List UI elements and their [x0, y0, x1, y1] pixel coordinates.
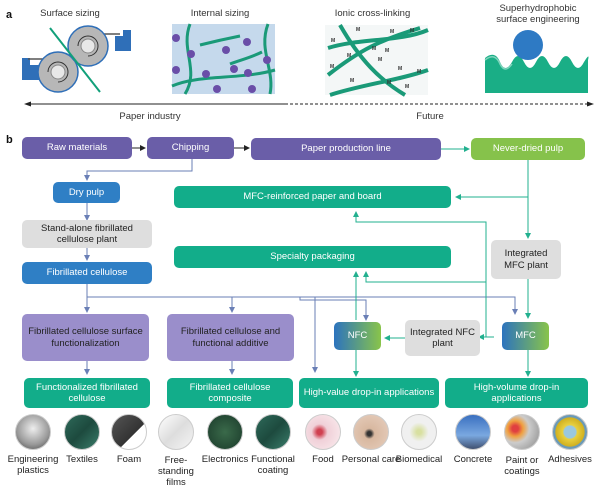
surface-sizing-label: Surface sizing [40, 8, 100, 19]
app-label-free-standing-films: Free-standing films [158, 455, 194, 488]
svg-text:M: M [417, 69, 421, 75]
node-cellulose-composite: Fibrillated cellulose composite [167, 378, 293, 408]
bridge-icon [455, 414, 491, 450]
app-label-electronics: Electronics [201, 454, 249, 465]
node-dry-pulp: Dry pulp [53, 182, 120, 203]
node-mfc: MFC [502, 322, 549, 350]
surface-sizing-rollers-icon [22, 25, 131, 93]
app-label-functional-coating: Functional coating [251, 454, 295, 476]
svg-text:M: M [390, 29, 394, 35]
node-mfc-reinforced-paper: MFC-reinforced paper and board [174, 186, 451, 208]
node-surface-functionalization: Fibrillated cellulose surface functional… [22, 314, 149, 361]
arrow-to-nfc [299, 297, 369, 321]
svg-text:M: M [331, 38, 335, 44]
timeline-future-label: Future [416, 111, 444, 122]
internal-sizing-network-icon [171, 23, 276, 95]
arrow-neverdried-to-mfc-reinforced [455, 160, 529, 200]
svg-text:M: M [410, 28, 414, 34]
node-chipping: Chipping [147, 137, 234, 159]
timeline-arrow [24, 101, 594, 107]
ionic-crosslinking-label: Ionic cross-linking [334, 8, 411, 19]
app-label-paint-or-coatings: Paint or coatings [504, 455, 540, 477]
node-nfc: NFC [334, 322, 381, 350]
node-paper-production-line: Paper production line [251, 138, 441, 160]
svg-text:M: M [372, 46, 376, 52]
arrow-chipping-to-drypulp [84, 159, 193, 181]
node-specialty-packaging: Specialty packaging [174, 246, 451, 268]
pills-icon [401, 414, 437, 450]
node-never-dried-pulp: Never-dried pulp [471, 138, 585, 160]
timeline-paper-industry-label: Paper industry [119, 111, 181, 122]
tape-icon [552, 414, 588, 450]
paint-icon [504, 414, 540, 450]
app-label-textiles: Textiles [66, 454, 98, 465]
film-icon [158, 414, 194, 450]
node-functionalized-cellulose: Functionalized fibrillated cellulose [24, 378, 150, 408]
node-high-volume-applications: High-volume drop-in applications [445, 378, 588, 408]
node-functional-additive: Fibrillated cellulose and functional add… [167, 314, 294, 361]
internal-sizing-label: Internal sizing [190, 8, 250, 19]
app-label-biomedical: Biomedical [395, 454, 443, 465]
svg-text:M: M [385, 48, 389, 54]
svg-text:M: M [347, 53, 351, 59]
svg-text:M: M [398, 66, 402, 72]
svg-text:M: M [387, 80, 391, 86]
node-integrated-mfc-plant: Integrated MFC plant [491, 240, 561, 279]
app-label-engineering-plastics: Engineering plastics [7, 454, 59, 476]
svg-text:M: M [405, 84, 409, 90]
eye-icon [353, 414, 389, 450]
circuit-icon [207, 414, 243, 450]
arrow-mfc-to-mfc-reinforced [353, 211, 494, 338]
arrow-fibrillated-to-mfc [86, 282, 518, 315]
coating-icon [255, 414, 291, 450]
node-fibrillated-cellulose: Fibrillated cellulose [22, 262, 152, 284]
svg-text:M: M [350, 78, 354, 84]
fabric-icon [64, 414, 100, 450]
app-label-concrete: Concrete [453, 454, 493, 465]
panel-a-letter: a [6, 9, 13, 21]
foam-icon [111, 414, 147, 450]
superhydrophobic-label: Superhydrophobic surface engineering [496, 3, 580, 25]
svg-text:M: M [378, 57, 382, 63]
superhydrophobic-surface-icon [484, 30, 589, 93]
svg-text:M: M [356, 27, 360, 33]
seat-icon [15, 414, 51, 450]
node-raw-materials: Raw materials [22, 137, 132, 159]
arrow-mfc-to-specialty [363, 271, 486, 283]
node-integrated-nfc-plant: Integrated NFC plant [405, 320, 480, 356]
app-label-foam: Foam [116, 454, 142, 465]
app-label-personal-care: Personal care [341, 454, 401, 465]
node-standalone-plant: Stand-alone fibrillated cellulose plant [22, 220, 152, 248]
node-high-value-applications: High-value drop-in applications [299, 378, 439, 408]
panel-b-letter: b [6, 134, 13, 146]
food-icon [305, 414, 341, 450]
svg-text:M: M [330, 64, 334, 70]
app-label-adhesives: Adhesives [548, 454, 592, 465]
app-label-food: Food [312, 454, 334, 465]
